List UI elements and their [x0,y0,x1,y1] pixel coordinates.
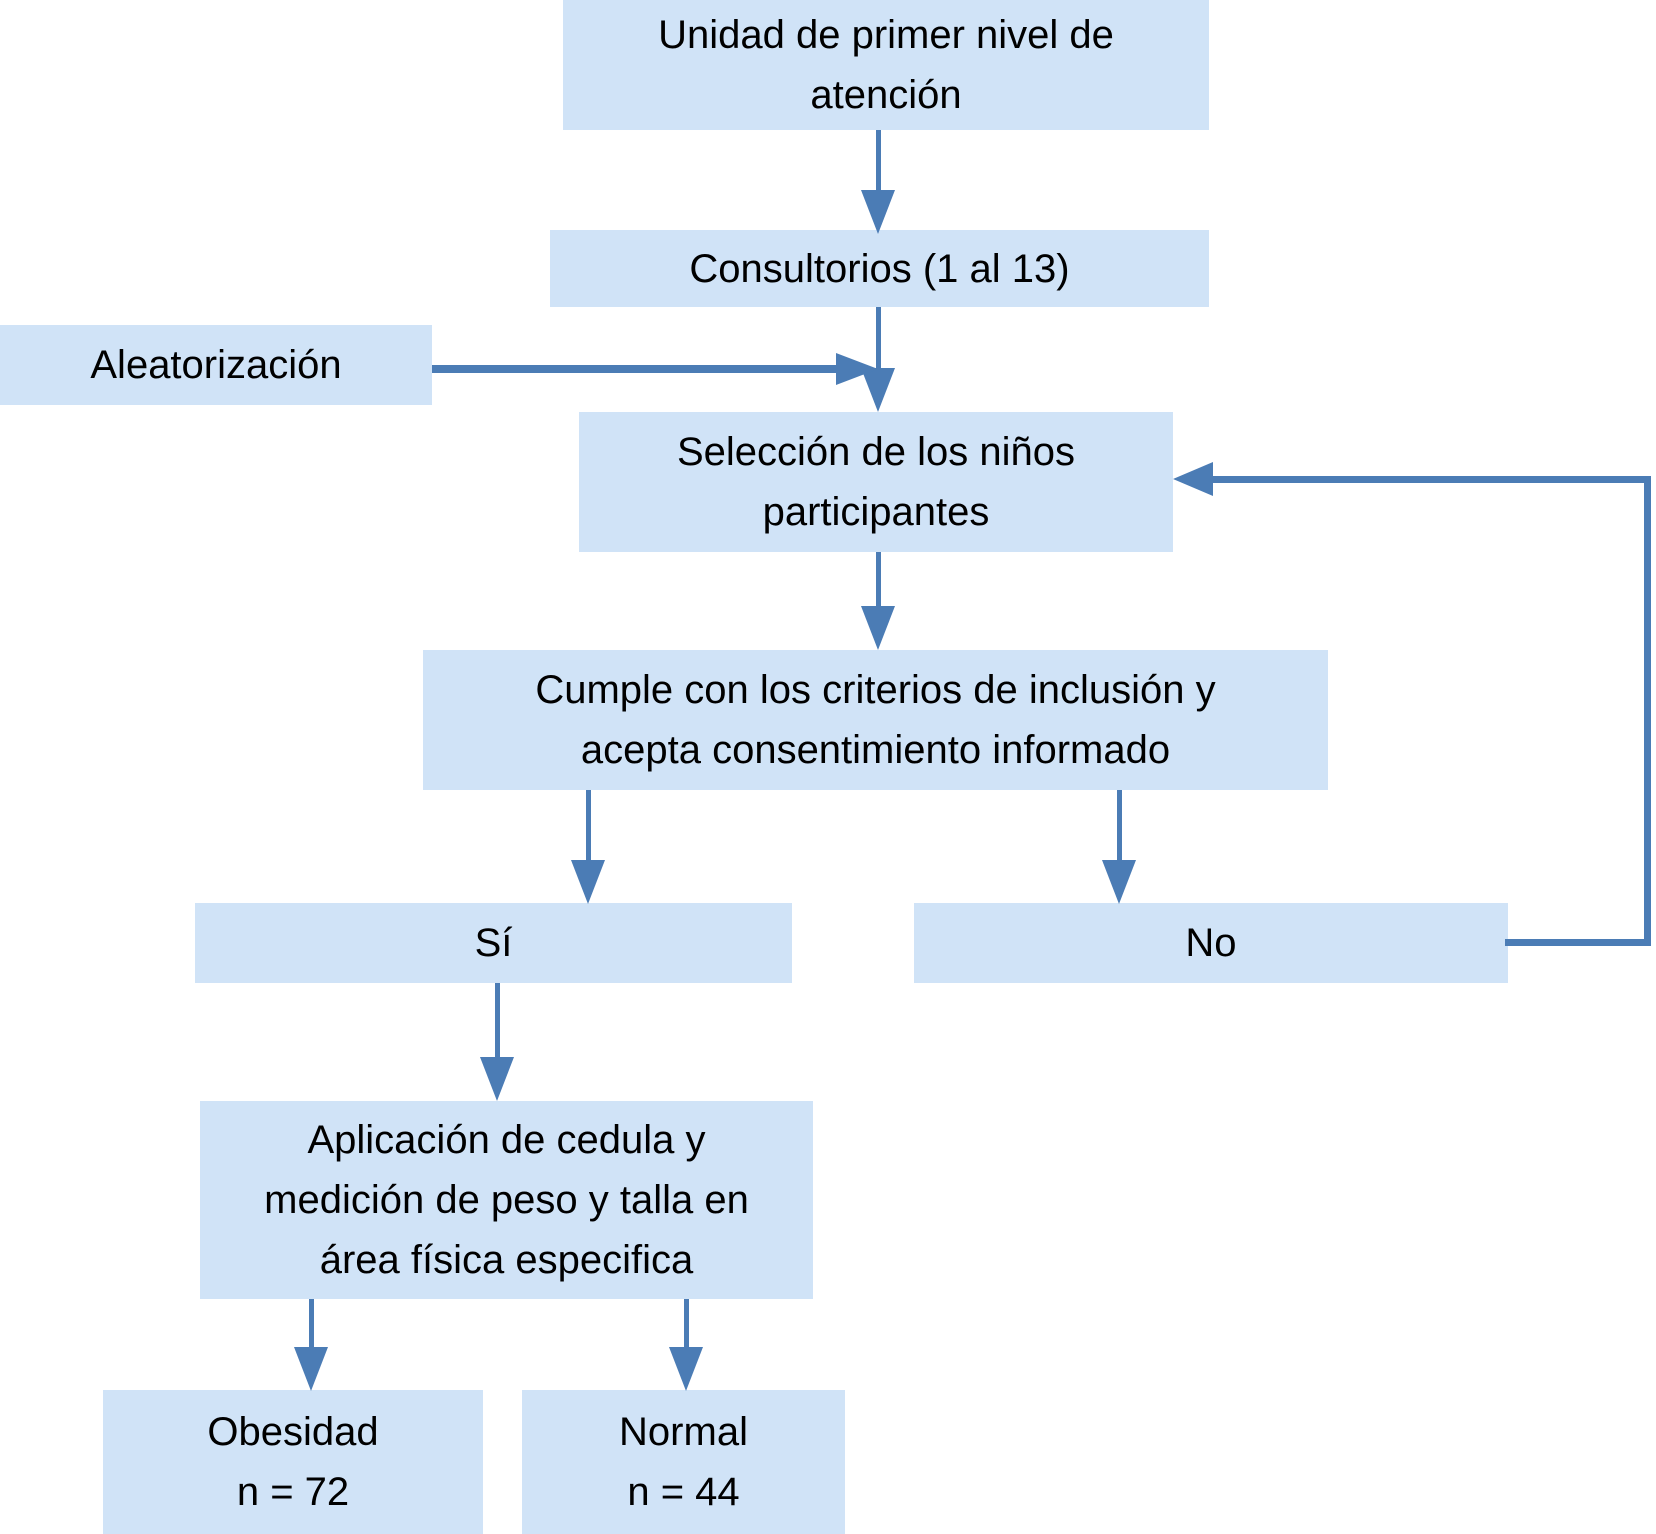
arrowhead-into-consultorios-icon [861,190,895,234]
feedback-no-bottom-segment [1505,939,1651,946]
connector-cumple-no [1117,790,1122,862]
node-no-label: No [1185,921,1237,965]
connector-seleccion-cumple [876,552,881,608]
arrowhead-into-obesidad-icon [294,1347,328,1391]
node-consultorios: Consultorios (1 al 13) [550,230,1209,307]
node-si: Sí [195,903,792,983]
node-normal-label: Normal n = 44 [619,1410,748,1514]
node-aplicacion-cedula: Aplicación de cedula y medición de peso … [200,1101,813,1299]
feedback-no-top-segment [1211,476,1651,483]
node-aleatorizacion-label: Aleatorización [90,343,342,387]
node-consultorios-label: Consultorios (1 al 13) [689,246,1070,291]
arrowhead-into-no-icon [1102,860,1136,904]
node-si-label: Sí [474,921,513,965]
node-normal: Normal n = 44 [522,1390,845,1534]
arrowhead-into-aplicacion-icon [480,1057,514,1101]
arrowhead-feedback-into-seleccion-icon [1173,462,1213,496]
connector-si-aplicacion [495,983,500,1059]
connector-cumple-si [586,790,591,862]
arrowhead-into-normal-icon [669,1347,703,1391]
node-unidad-primer-nivel: Unidad de primer nivel de atención [563,0,1209,130]
arrowhead-into-cumple-icon [861,606,895,650]
node-seleccion-ninos: Selección de los niños participantes [579,412,1173,552]
node-obesidad-label: Obesidad n = 72 [207,1410,379,1514]
connector-aplicacion-obesidad [309,1299,314,1349]
connector-aplicacion-normal [684,1299,689,1349]
node-seleccion-ninos-label: Selección de los niños participantes [676,430,1076,534]
node-aleatorizacion: Aleatorización [0,325,432,405]
feedback-no-vertical-segment [1644,476,1651,946]
node-aplicacion-cedula-label: Aplicación de cedula y medición de peso … [264,1118,749,1282]
connector-aleatorizacion-junction [432,365,836,373]
node-no: No [914,903,1508,983]
connector-consultorios-seleccion [876,307,881,377]
arrowhead-into-si-icon [571,860,605,904]
node-obesidad: Obesidad n = 72 [103,1390,483,1534]
arrowhead-aleatorizacion-icon [836,353,878,385]
node-unidad-primer-nivel-label: Unidad de primer nivel de atención [658,13,1114,117]
node-criterios-inclusion-label: Cumple con los criterios de inclusión y … [535,668,1216,772]
connector-unidad-consultorios [876,130,881,190]
node-criterios-inclusion: Cumple con los criterios de inclusión y … [423,650,1328,790]
